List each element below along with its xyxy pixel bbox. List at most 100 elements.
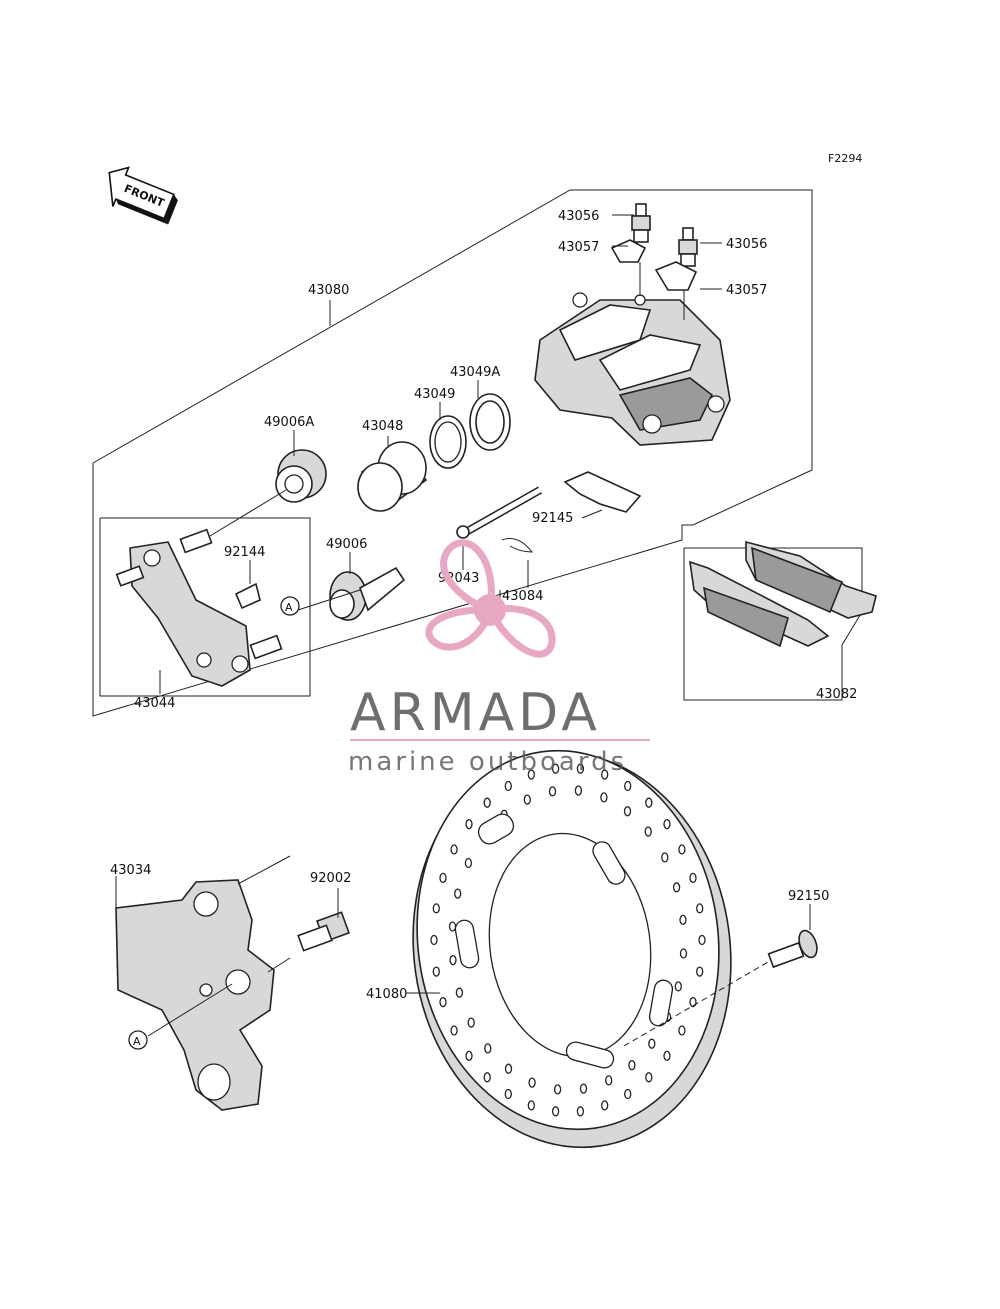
disc-vent-hole — [527, 769, 535, 780]
ref-marker-a-bottom — [128, 1030, 148, 1050]
clip-43084 — [501, 538, 534, 553]
bleeder-cap-2 — [654, 261, 698, 291]
disc-vent-hole — [450, 844, 458, 855]
disc-vent-hole — [548, 786, 557, 797]
boot-49006 — [329, 566, 406, 621]
disc-vent-hole — [678, 844, 686, 855]
disc-vent-hole — [551, 1106, 560, 1117]
label-92150: 92150 — [788, 889, 829, 904]
disc-vent-hole — [644, 826, 652, 837]
label-43057b: 43057 — [726, 283, 767, 298]
label-92002: 92002 — [310, 871, 351, 886]
caliper-holder — [115, 528, 283, 687]
label-43044: 43044 — [134, 696, 175, 711]
label-43048: 43048 — [362, 419, 403, 434]
disc-vent-hole — [679, 948, 688, 959]
disc-vent-hole — [432, 966, 440, 977]
label-43049A: 43049A — [450, 365, 500, 380]
disc-vent-hole — [601, 769, 609, 780]
caliper-assembly-outline — [92, 189, 813, 717]
watermark-propeller-icon — [425, 539, 556, 658]
disc-vent-hole — [467, 1017, 475, 1028]
caliper-body — [534, 292, 731, 446]
piston-43048 — [357, 441, 428, 512]
disc-vent-hole — [504, 1088, 512, 1100]
bleeder-valve-2 — [678, 227, 698, 267]
disc-vent-hole — [600, 792, 608, 803]
disc-vent-hole — [645, 797, 653, 808]
disc-vent-hole — [528, 1077, 536, 1088]
disc-vent-hole — [661, 852, 669, 863]
disc-vent-hole — [574, 785, 583, 796]
watermark-tagline: marine outboards — [348, 747, 627, 777]
disc-vent-hole — [601, 1100, 609, 1111]
disc-vent-hole — [645, 1072, 653, 1083]
disc-vent-hole — [523, 794, 531, 805]
disc-vent-hole — [484, 1043, 492, 1054]
label-43057a: 43057 — [558, 240, 599, 255]
label-92145: 92145 — [532, 511, 573, 526]
label-49006: 49006 — [326, 537, 367, 552]
disc-vent-hole — [576, 1106, 585, 1117]
ref-marker-a-top-label: A — [285, 601, 293, 614]
disc-vent-hole — [527, 1100, 535, 1111]
caliper-bracket — [115, 879, 275, 1111]
disc-vent-hole — [648, 1038, 656, 1049]
pad-outline — [683, 547, 863, 701]
disc-vent-hole — [465, 1050, 473, 1062]
label-43080: 43080 — [308, 283, 349, 298]
disc-vent-hole — [624, 780, 632, 792]
disc-vent-hole — [553, 1084, 562, 1095]
disc-vent-hole — [449, 954, 457, 966]
ref-marker-a-bottom-label: A — [133, 1035, 141, 1048]
bleeder-cap-1 — [610, 239, 647, 263]
disc-vent-hole — [464, 857, 473, 869]
label-43034: 43034 — [110, 863, 151, 878]
bolt-92002 — [297, 911, 351, 952]
disc-vent-hole — [551, 763, 560, 774]
disc-vent-hole — [450, 1025, 458, 1036]
disc-vent-hole — [579, 1083, 588, 1094]
disc-vent-hole — [628, 1060, 636, 1071]
disc-vent-hole — [430, 934, 438, 946]
watermark-brand: ARMADA — [350, 683, 601, 743]
disc-vent-hole — [663, 818, 671, 830]
disc-vent-hole — [439, 872, 447, 884]
disc-vent-hole — [698, 934, 706, 946]
disc-vent-hole — [663, 1050, 671, 1062]
disc-vent-hole — [696, 966, 704, 977]
pin-92043 — [456, 486, 542, 539]
label-43056a: 43056 — [558, 209, 599, 224]
ref-marker-a-top — [280, 596, 300, 616]
disc-vent-hole — [483, 797, 491, 808]
disc-vent-hole — [689, 872, 697, 884]
brake-disc — [412, 749, 732, 1149]
disc-vent-hole — [624, 1088, 632, 1100]
label-43084: 43084 — [502, 589, 543, 604]
disc-vent-hole — [674, 981, 682, 992]
disc-vent-hole — [504, 1063, 513, 1074]
disc-vent-hole — [623, 806, 632, 817]
label-43049: 43049 — [414, 387, 455, 402]
disc-vent-hole — [455, 987, 464, 998]
label-43082: 43082 — [816, 687, 857, 702]
disc-vent-hole — [465, 818, 473, 830]
figure-code: F2294 — [828, 152, 862, 165]
pad-spring — [563, 471, 642, 513]
bolt-92150 — [767, 929, 818, 969]
watermark: ARMADA marine outboards — [348, 539, 650, 777]
disc-vent-hole — [696, 903, 704, 914]
disc-vent-hole — [483, 1072, 491, 1083]
label-43056b: 43056 — [726, 237, 767, 252]
disc-vent-hole — [605, 1075, 613, 1086]
front-arrow-icon: FRONT — [108, 166, 178, 225]
disc-vent-hole — [439, 996, 447, 1008]
disc-vent-hole — [672, 882, 681, 893]
disc-vent-hole — [504, 780, 512, 792]
disc-vent-hole — [454, 888, 462, 899]
label-41080: 41080 — [366, 987, 407, 1002]
disc-vent-hole — [448, 921, 457, 932]
label-49006A: 49006A — [264, 415, 314, 430]
